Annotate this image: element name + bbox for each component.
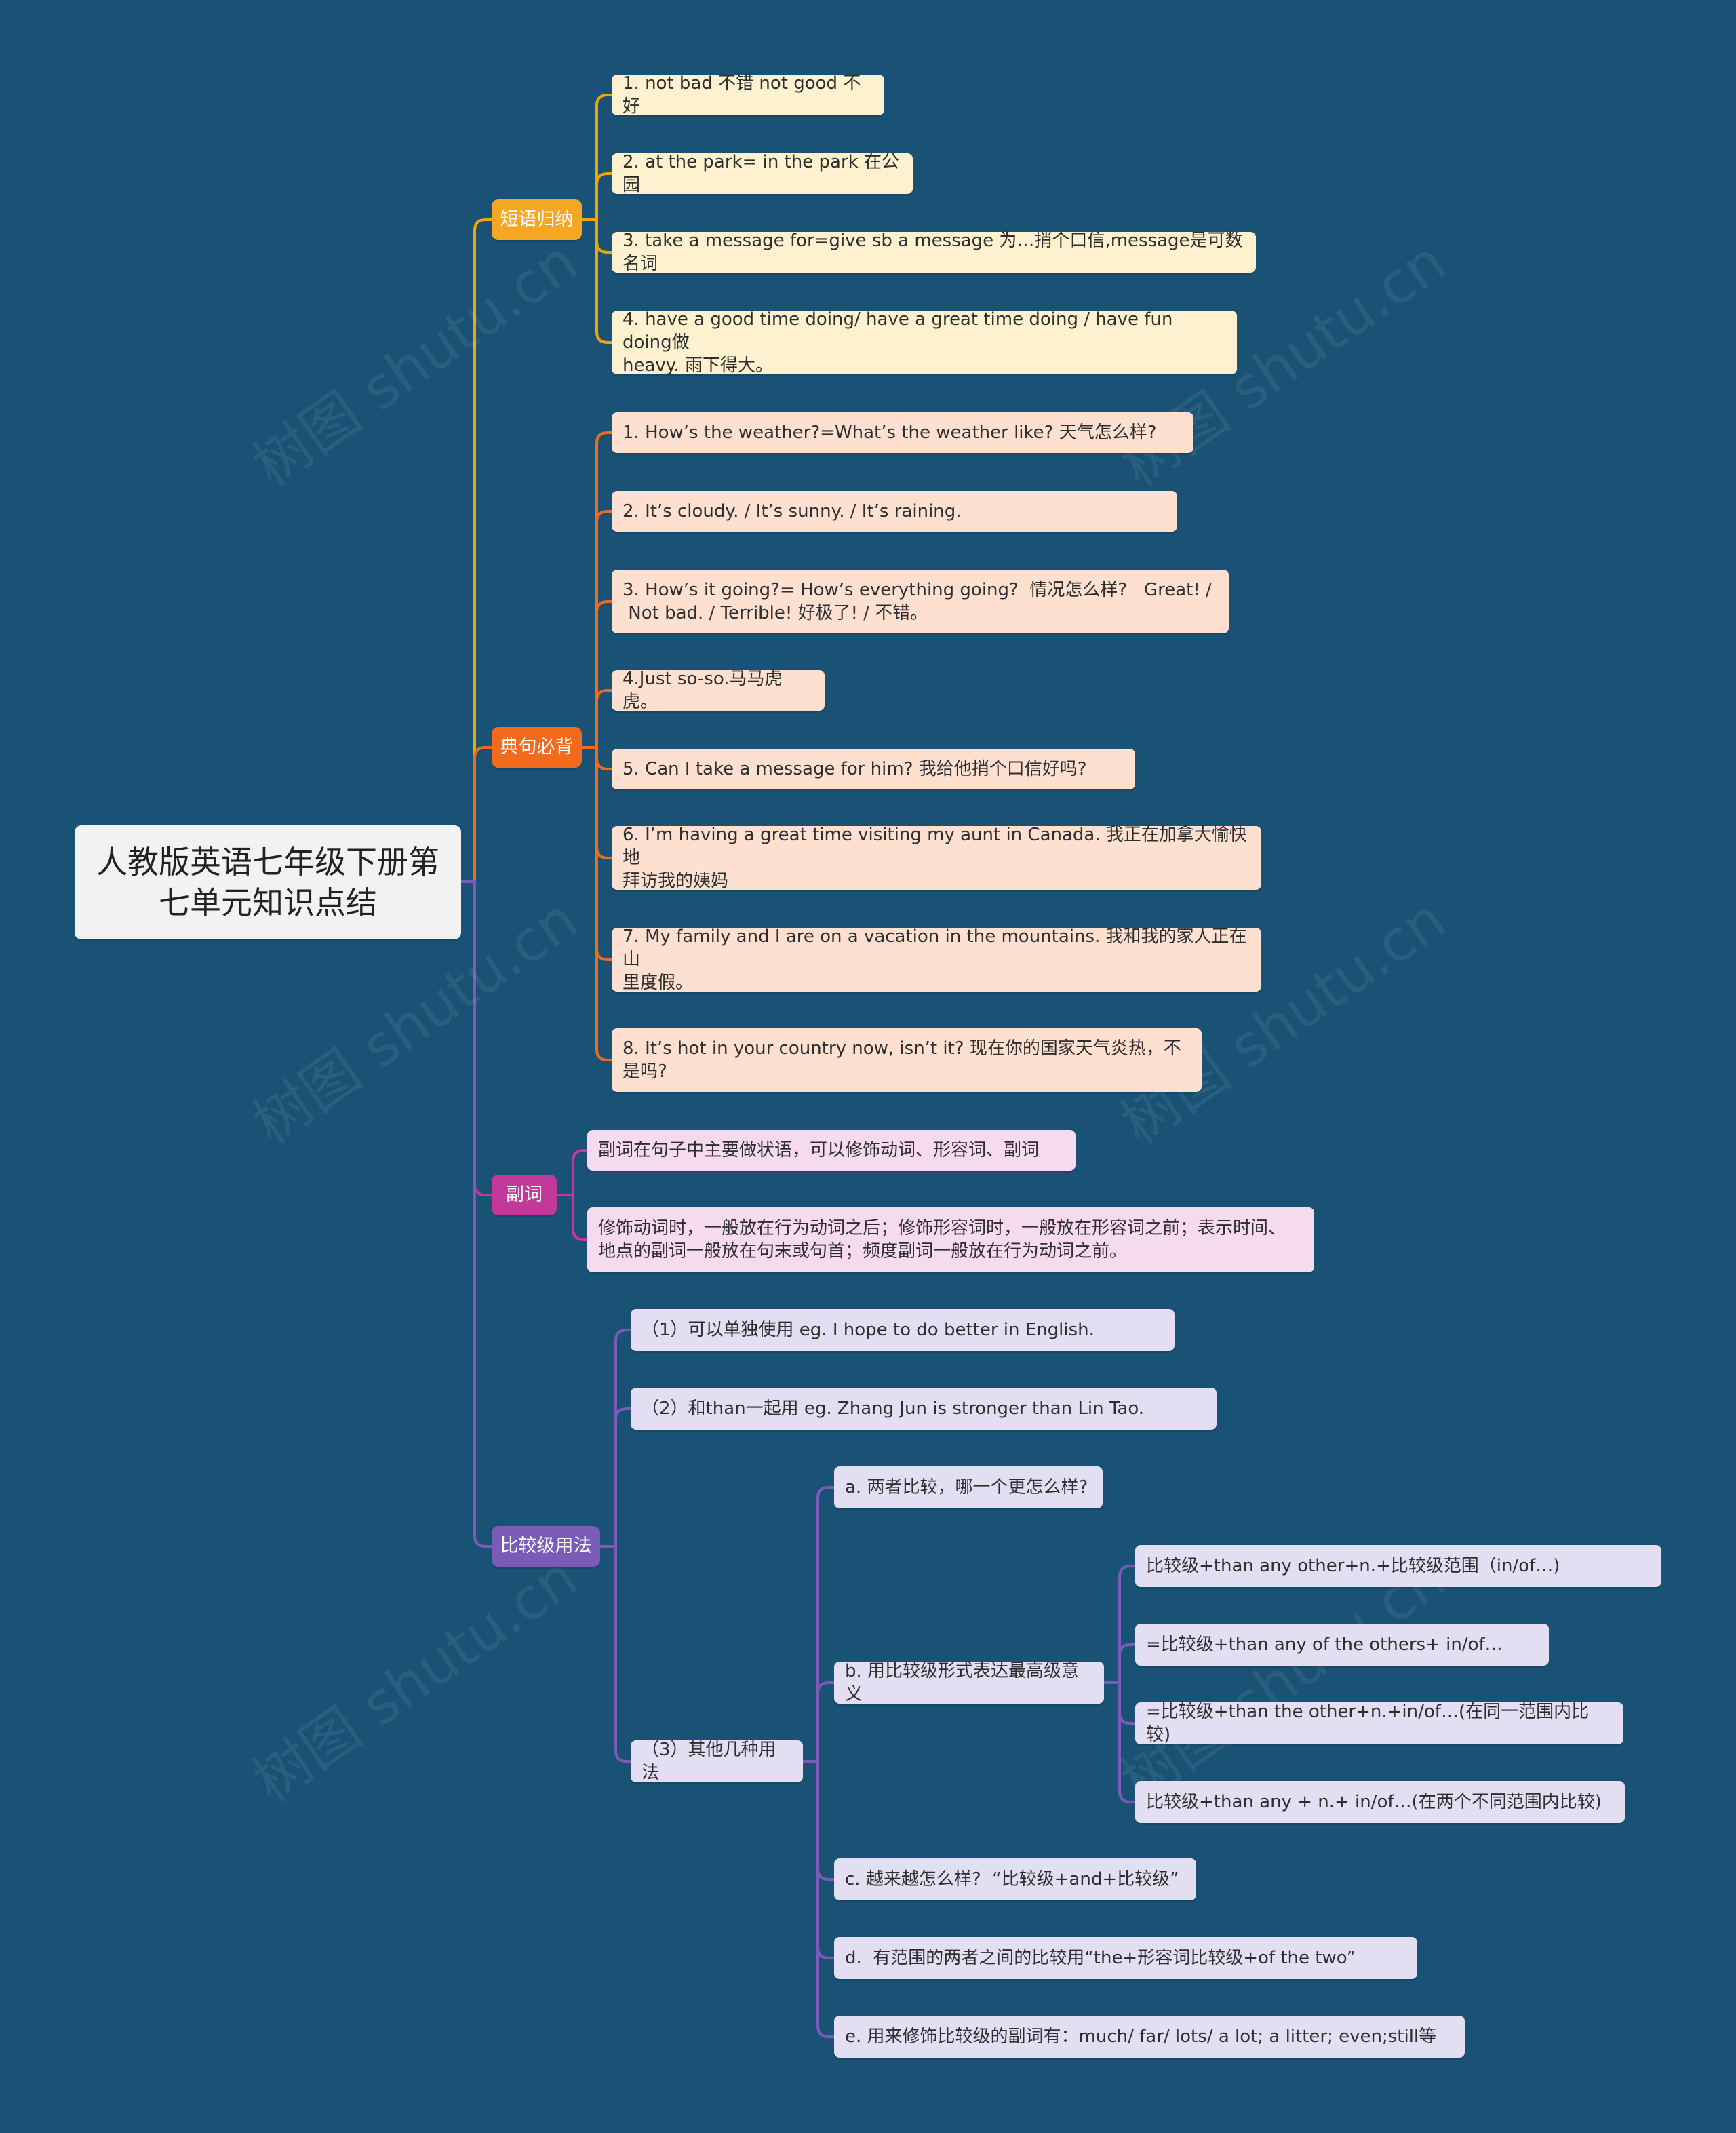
connector-line <box>555 1149 589 1196</box>
connector-line <box>580 218 613 344</box>
connector-line <box>580 746 613 1061</box>
connector-line <box>599 1329 632 1548</box>
branch-adverbs[interactable]: 副词 <box>492 1175 557 1215</box>
phrase-item-3[interactable]: 3. take a message for=give sb a message … <box>612 231 1256 274</box>
branch-comparatives[interactable]: 比较级用法 <box>492 1526 600 1567</box>
other-usage-e[interactable]: e. 用来修饰比较级的副词有：much/ far/ lots/ a lot; a… <box>834 2016 1465 2058</box>
connector-line <box>580 172 613 221</box>
other-usage-a[interactable]: a. 两者比较，哪一个更怎么样? <box>834 1466 1103 1508</box>
sentence-item-1[interactable]: 1. How’s the weather?=What’s the weather… <box>612 412 1194 453</box>
connector-line <box>460 746 493 883</box>
other-usage-d[interactable]: d. 有范围的两者之间的比较用“the+形容词比较级+of the two” <box>834 1937 1417 1979</box>
connector-line <box>1103 1565 1137 1684</box>
sentence-item-5[interactable]: 5. Can I take a message for him? 我给他捎个口信… <box>612 749 1135 789</box>
connector-line <box>580 431 613 749</box>
other-usage-b[interactable]: b. 用比较级形式表达最高级意义 <box>834 1661 1104 1704</box>
branch-phrases[interactable]: 短语归纳 <box>492 199 582 240</box>
connector-line <box>802 1760 835 2038</box>
connector-line <box>802 1486 835 1763</box>
connector-line <box>460 218 493 883</box>
sentence-item-8[interactable]: 8. It’s hot in your country now, isn’t i… <box>612 1028 1202 1092</box>
connector-line <box>1103 1643 1137 1684</box>
connector-line <box>460 880 493 1196</box>
sentence-item-4[interactable]: 4.Just so-so.马马虎虎。 <box>612 669 825 712</box>
adverb-item-1[interactable]: 副词在句子中主要做状语，可以修饰动词、形容词、副词 <box>587 1130 1076 1171</box>
connector-line <box>580 600 613 749</box>
comparative-item-2[interactable]: （2）和than一起用 eg. Zhang Jun is stronger th… <box>631 1388 1217 1430</box>
superlative-form-4[interactable]: 比较级+than any + n.+ in/of…(在两个不同范围内比较) <box>1135 1781 1625 1823</box>
sentence-item-2[interactable]: 2. It’s cloudy. / It’s sunny. / It’s rai… <box>612 491 1177 532</box>
branch-key-sentences[interactable]: 典句必背 <box>492 727 582 768</box>
superlative-form-1[interactable]: 比较级+than any other+n.+比较级范围（in/of…) <box>1135 1545 1661 1587</box>
connector-line <box>555 1194 589 1241</box>
phrase-item-2[interactable]: 2. at the park= in the park 在公园 <box>612 152 913 195</box>
comparative-item-3[interactable]: （3）其他几种用法 <box>631 1740 803 1783</box>
phrase-item-4[interactable]: 4. have a good time doing/ have a great … <box>612 309 1237 376</box>
superlative-form-2[interactable]: =比较级+than any of the others+ in/of… <box>1135 1624 1549 1666</box>
connector-line <box>460 880 493 1548</box>
phrase-item-1[interactable]: 1. not bad 不错 not good 不好 <box>612 73 884 117</box>
sentence-item-7[interactable]: 7. My family and I are on a vacation in … <box>612 926 1261 993</box>
connector-line <box>580 689 613 749</box>
adverb-item-2[interactable]: 修饰动词时，一般放在行为动词之后；修饰形容词时，一般放在形容词之前；表示时间、 … <box>587 1207 1314 1272</box>
root-topic[interactable]: 人教版英语七年级下册第 七单元知识点结 <box>75 825 461 939</box>
connector-line <box>599 1545 632 1763</box>
connector-line <box>802 1681 835 1763</box>
sentence-item-3[interactable]: 3. How’s it going?= How’s everything goi… <box>612 570 1229 633</box>
connector-line <box>1103 1681 1137 1803</box>
other-usage-c[interactable]: c. 越来越怎么样? “比较级+and+比较级” <box>834 1858 1196 1900</box>
comparative-item-1[interactable]: （1）可以单独使用 eg. I hope to do better in Eng… <box>631 1309 1175 1351</box>
connector-line <box>580 510 613 749</box>
superlative-form-3[interactable]: =比较级+than the other+n.+in/of…(在同一范围内比较) <box>1135 1702 1623 1745</box>
connector-line <box>599 1407 632 1548</box>
sentence-item-6[interactable]: 6. I’m having a great time visiting my a… <box>612 825 1261 891</box>
connector-line <box>580 94 613 221</box>
